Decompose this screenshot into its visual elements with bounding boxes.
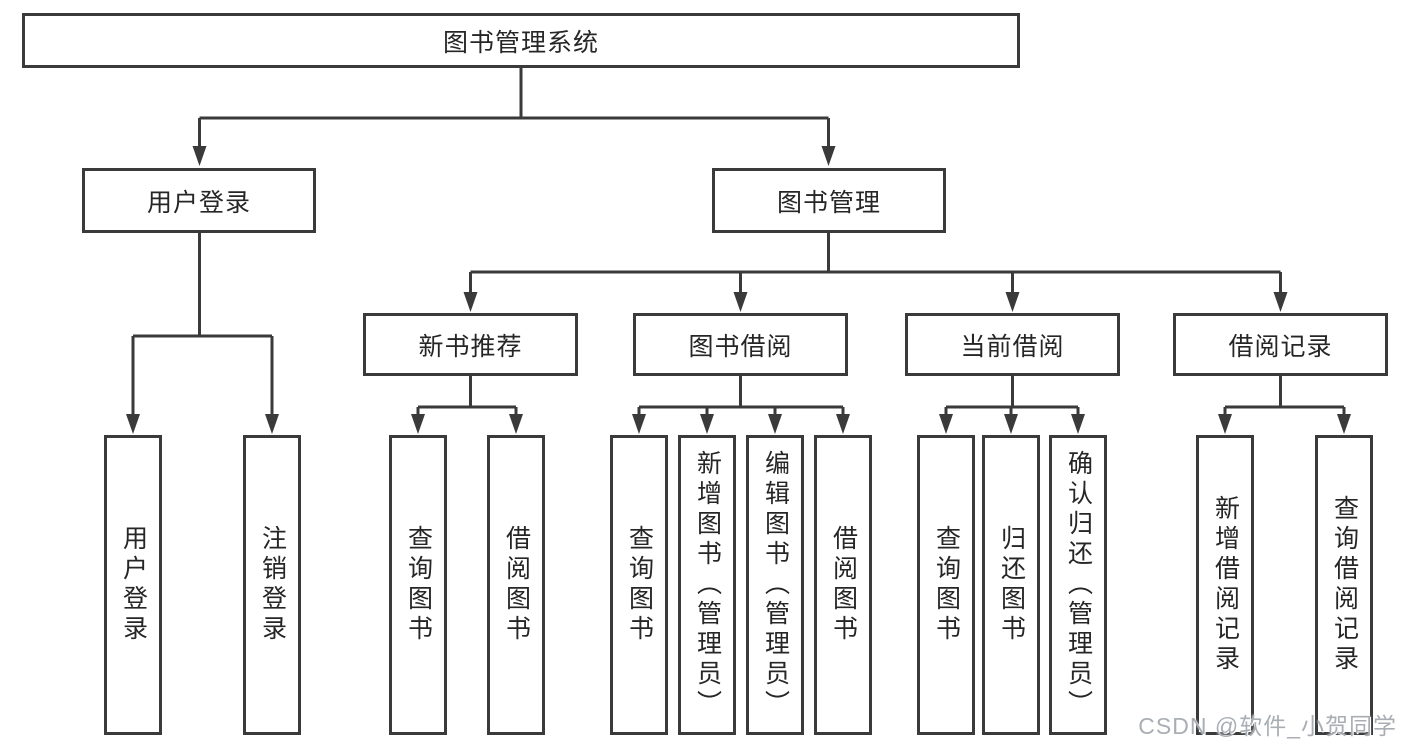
leaf-newbooks-borrow-books: 借阅图书 [487,435,545,735]
node-borrow-records: 借阅记录 [1173,313,1388,376]
node-book-borrow-label: 图书借阅 [688,332,793,361]
leaf-user-login: 用户登录 [104,435,162,735]
leaf-current-return-books: 归还图书 [982,435,1040,735]
leaf-newbooks-query-books-label: 查询图书 [404,525,433,645]
leaf-borrow-add-books-admin: 新增图书（管理员） [678,435,736,735]
leaf-current-query-books: 查询图书 [917,435,975,735]
leaf-borrow-edit-books-admin: 编辑图书（管理员） [746,435,804,735]
node-book-management-label: 图书管理 [776,188,881,217]
leaf-records-query-record: 查询借阅记录 [1315,435,1373,735]
node-current-borrow: 当前借阅 [905,313,1120,376]
leaf-borrow-query-books: 查询图书 [610,435,668,735]
leaf-records-query-record-label: 查询借阅记录 [1330,495,1359,675]
node-book-management: 图书管理 [712,168,946,233]
node-new-book-recommend: 新书推荐 [363,313,578,376]
leaf-logout-label: 注销登录 [258,525,287,645]
node-book-borrow: 图书借阅 [633,313,848,376]
leaf-newbooks-query-books: 查询图书 [389,435,447,735]
leaf-records-add-record: 新增借阅记录 [1196,435,1254,735]
leaf-current-query-books-label: 查询图书 [932,525,961,645]
leaf-borrow-edit-books-admin-label: 编辑图书（管理员） [761,450,790,720]
leaf-current-confirm-return-admin-label: 确认归还（管理员） [1064,450,1093,720]
node-library-system: 图书管理系统 [22,13,1020,68]
node-current-borrow-label: 当前借阅 [960,332,1065,361]
leaf-user-login-label: 用户登录 [119,525,148,645]
node-library-system-label: 图书管理系统 [442,28,599,57]
leaf-borrow-borrow-books: 借阅图书 [814,435,872,735]
leaf-borrow-borrow-books-label: 借阅图书 [829,525,858,645]
node-user-login: 用户登录 [82,168,316,233]
leaf-records-add-record-label: 新增借阅记录 [1211,495,1240,675]
leaf-borrow-query-books-label: 查询图书 [625,525,654,645]
leaf-current-confirm-return-admin: 确认归还（管理员） [1049,435,1107,735]
leaf-newbooks-borrow-books-label: 借阅图书 [502,525,531,645]
node-new-book-recommend-label: 新书推荐 [418,332,523,361]
leaf-borrow-add-books-admin-label: 新增图书（管理员） [693,450,722,720]
leaf-current-return-books-label: 归还图书 [997,525,1026,645]
node-user-login-label: 用户登录 [146,188,251,217]
leaf-logout: 注销登录 [243,435,301,735]
node-borrow-records-label: 借阅记录 [1228,332,1333,361]
